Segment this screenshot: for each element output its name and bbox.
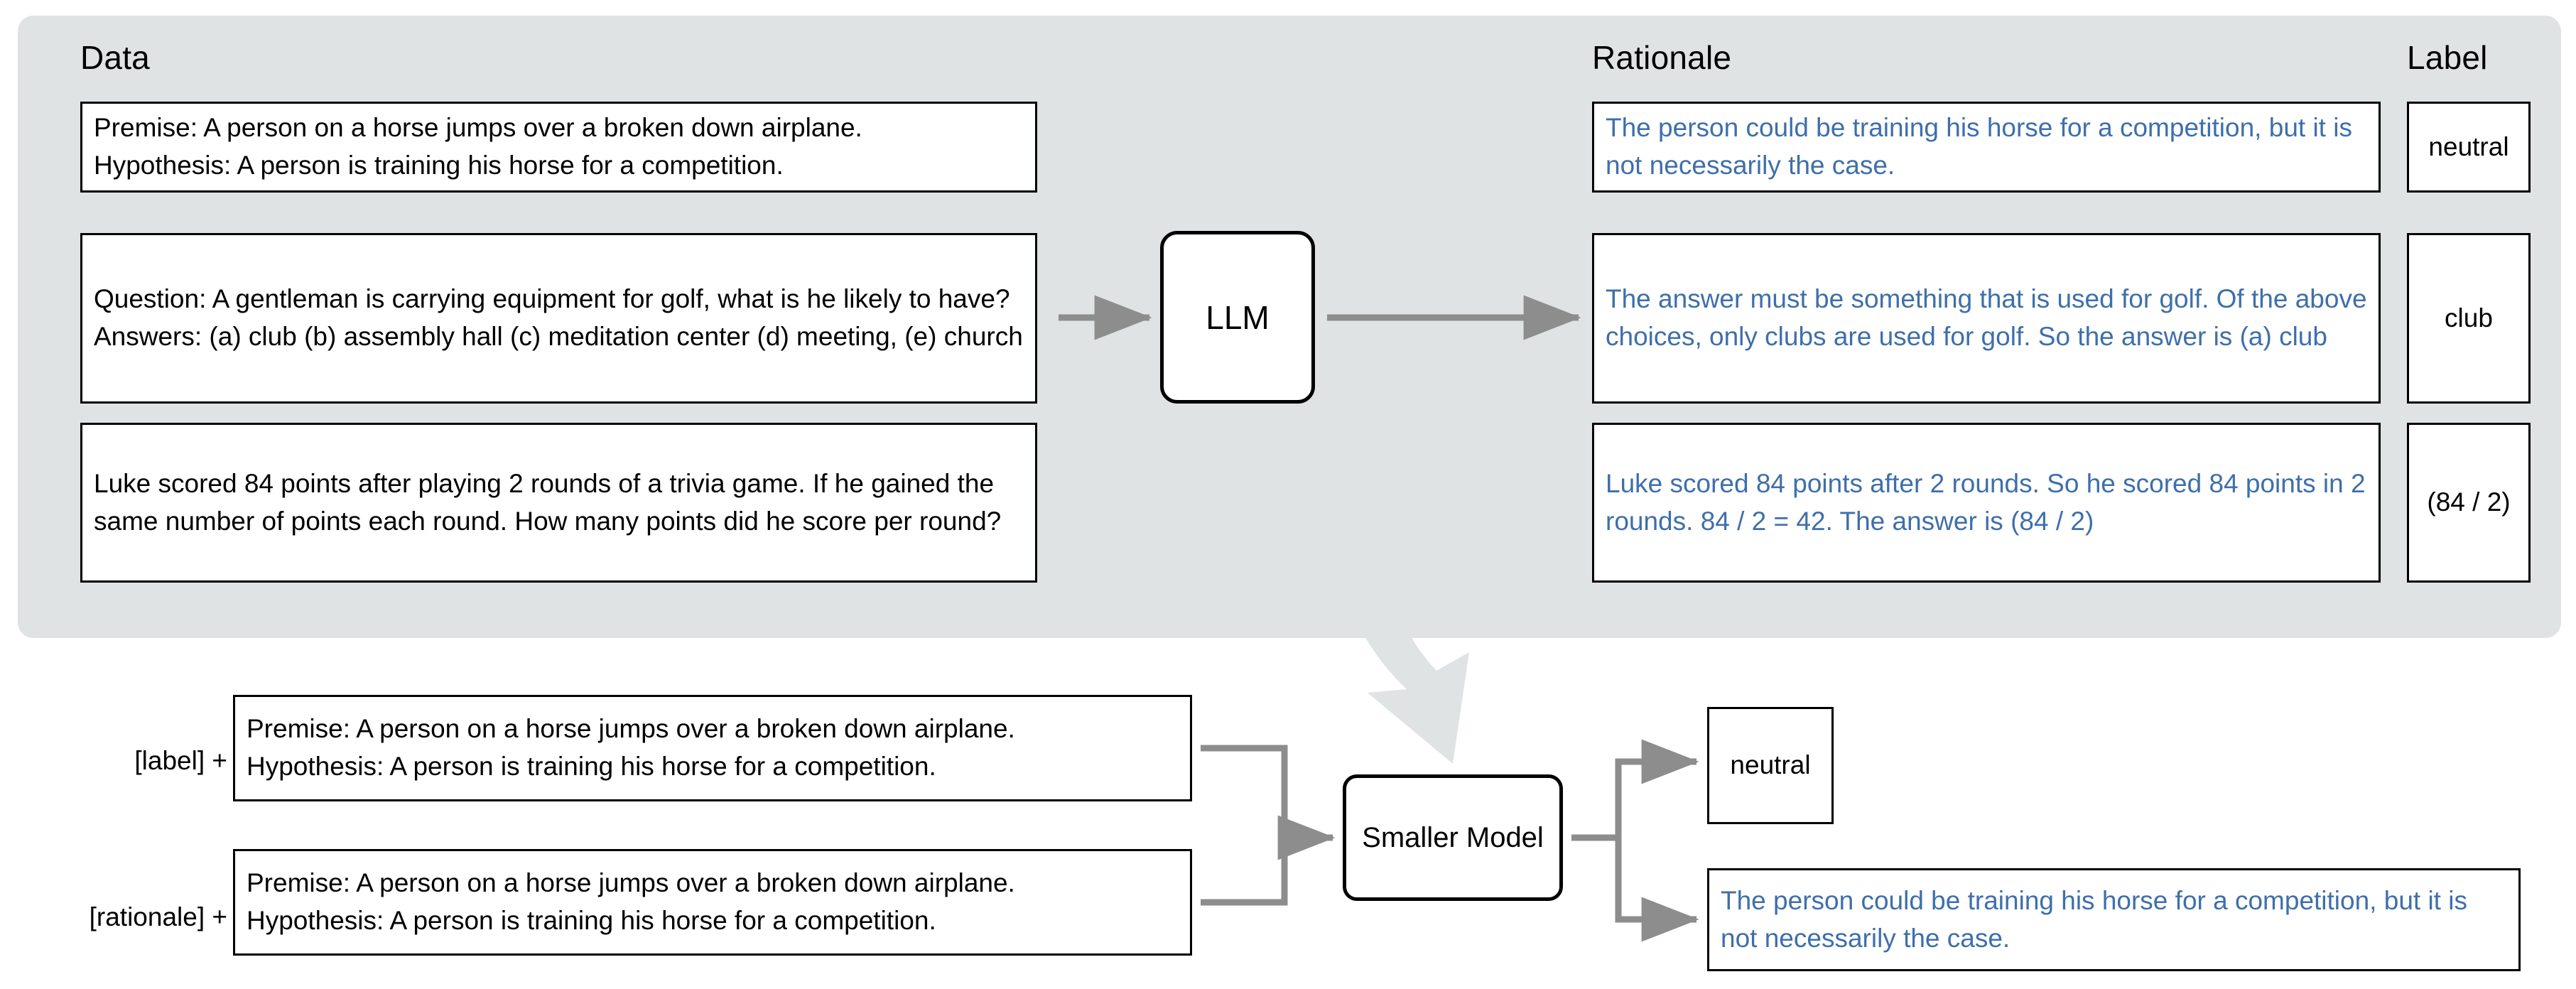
bottom-input-text-rationale: Premise: A person on a horse jumps over …: [247, 868, 1015, 935]
data-text-row-3: Luke scored 84 points after playing 2 ro…: [94, 468, 1002, 536]
prefix-label-label: [label] +: [134, 746, 227, 775]
smaller-model-box: Smaller Model: [1343, 774, 1563, 901]
label-text-row-2: club: [2445, 303, 2493, 333]
data-text-row-2: Question: A gentleman is carrying equipm…: [94, 284, 1023, 351]
bottom-input-text-label: Premise: A person on a horse jumps over …: [247, 714, 1015, 781]
rationale-box-row-3: Luke scored 84 points after 2 rounds. So…: [1592, 423, 2381, 583]
data-box-row-3: Luke scored 84 points after playing 2 ro…: [80, 423, 1037, 583]
bottom-output-box-label: neutral: [1707, 707, 1834, 824]
rationale-box-row-2: The answer must be something that is use…: [1592, 233, 2381, 404]
bottom-output-text-label: neutral: [1730, 750, 1811, 780]
data-box-row-1: Premise: A person on a horse jumps over …: [80, 102, 1037, 193]
label-text-row-3: (84 / 2): [2427, 487, 2511, 517]
label-box-row-1: neutral: [2407, 102, 2531, 193]
bottom-input-box-label: Premise: A person on a horse jumps over …: [233, 695, 1192, 801]
arrow-label-input-join: [1201, 745, 1288, 838]
llm-model-box: LLM: [1160, 231, 1315, 404]
rationale-text-row-3: Luke scored 84 points after 2 rounds. So…: [1606, 468, 2366, 536]
arrow-out-to-label: [1615, 739, 1699, 838]
rationale-text-row-2: The answer must be something that is use…: [1606, 284, 2367, 351]
column-heading-rationale: Rationale: [1592, 39, 1732, 76]
bottom-output-box-rationale: The person could be training his horse f…: [1707, 868, 2521, 971]
rationale-box-row-1: The person could be training his horse f…: [1592, 102, 2381, 193]
arrow-out-to-rationale: [1615, 838, 1699, 942]
data-box-row-2: Question: A gentleman is carrying equipm…: [80, 233, 1037, 404]
smaller-model-label: Smaller Model: [1362, 821, 1544, 853]
label-box-row-3: (84 / 2): [2407, 423, 2531, 583]
bottom-output-text-rationale: The person could be training his horse f…: [1721, 885, 2467, 953]
llm-model-label: LLM: [1206, 298, 1270, 336]
bottom-input-box-rationale: Premise: A person on a horse jumps over …: [233, 849, 1192, 956]
data-text-row-1: Premise: A person on a horse jumps over …: [94, 113, 862, 180]
label-box-row-2: club: [2407, 233, 2531, 404]
prefix-label-rationale: [rationale] +: [89, 902, 227, 931]
column-heading-label: Label: [2407, 39, 2488, 76]
column-heading-data: Data: [80, 39, 150, 76]
label-text-row-1: neutral: [2428, 131, 2509, 161]
arrow-rationale-input-join: [1201, 838, 1288, 906]
rationale-text-row-1: The person could be training his horse f…: [1606, 113, 2352, 180]
